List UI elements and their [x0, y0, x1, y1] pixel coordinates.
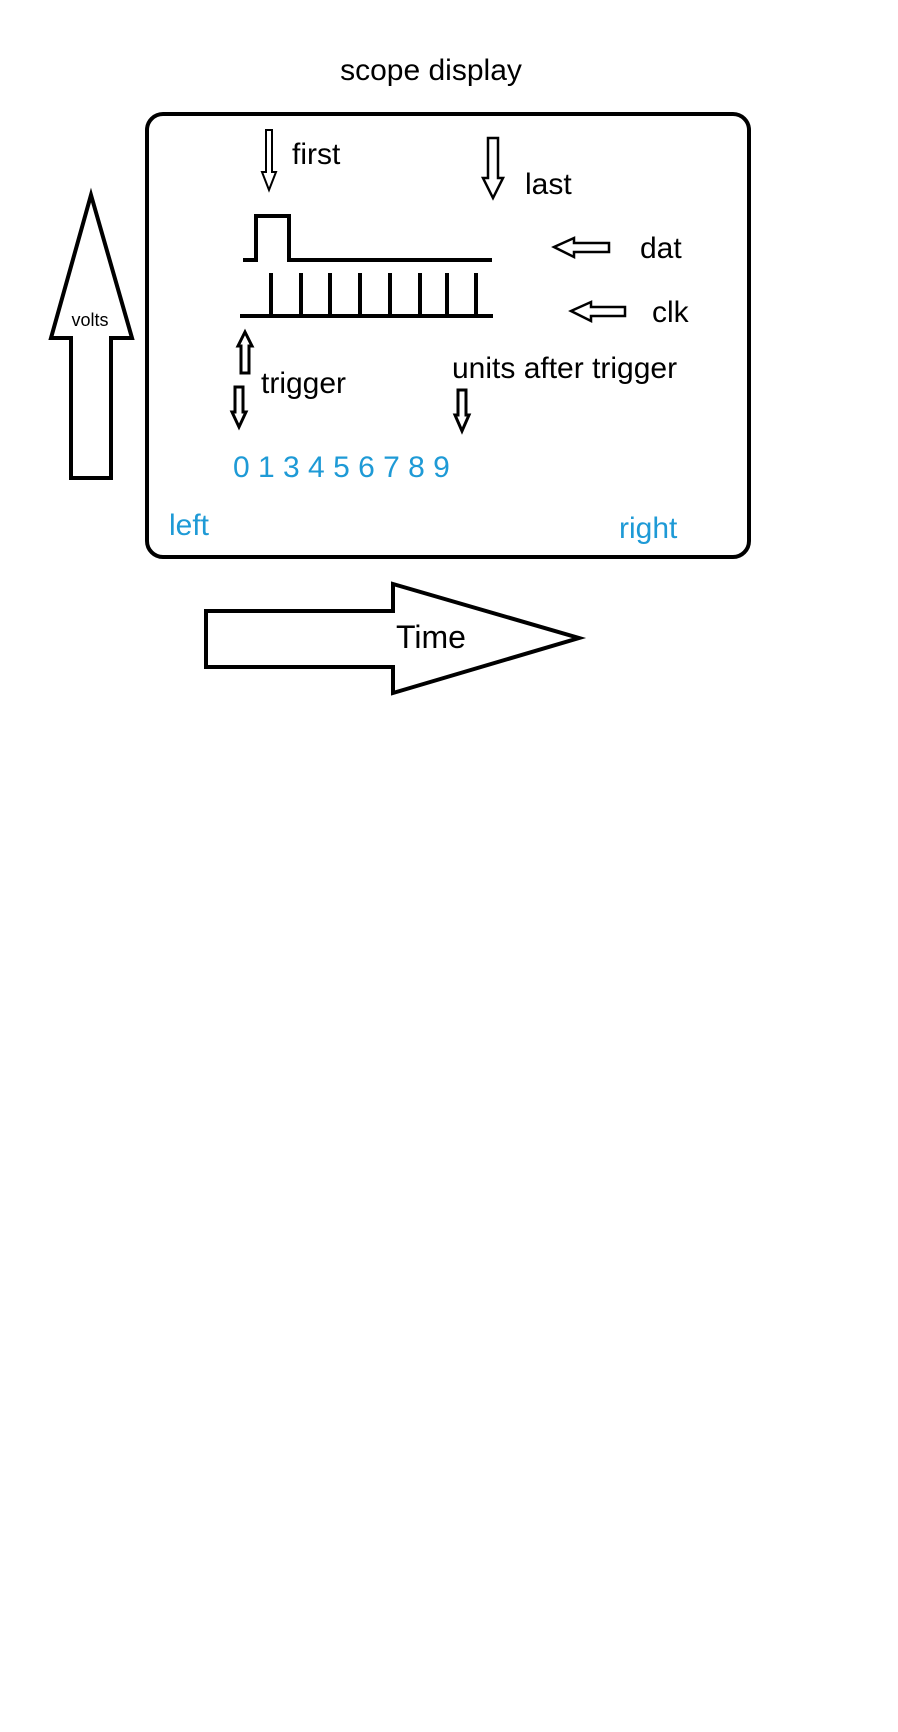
clk-arrow-icon — [568, 300, 627, 324]
first-arrow-icon — [260, 129, 278, 193]
trigger-down-arrow-icon — [229, 385, 249, 431]
screen-right-label: right — [619, 512, 678, 545]
clk-label: clk — [652, 296, 690, 329]
units-after-trigger-label: units after trigger — [452, 352, 677, 385]
dat-waveform — [243, 214, 492, 262]
volts-arrow-icon — [48, 187, 135, 480]
dat-label: dat — [640, 232, 682, 265]
trigger-up-arrow-icon — [235, 328, 255, 375]
last-arrow-icon — [480, 136, 506, 201]
diagram-title: scope display — [340, 54, 522, 87]
units-down-arrow-icon — [452, 388, 472, 435]
last-label: last — [525, 168, 572, 201]
dat-arrow-icon — [551, 236, 611, 260]
time-arrow-icon — [204, 581, 587, 696]
scope-screen-frame — [145, 112, 751, 559]
trigger-label: trigger — [261, 367, 346, 400]
time-label: Time — [396, 619, 466, 655]
volts-label: volts — [71, 310, 108, 330]
time-units-scale: 0 1 3 4 5 6 7 8 9 — [233, 451, 450, 484]
first-label: first — [292, 138, 341, 171]
clk-waveform — [240, 273, 493, 318]
screen-left-label: left — [169, 509, 210, 542]
